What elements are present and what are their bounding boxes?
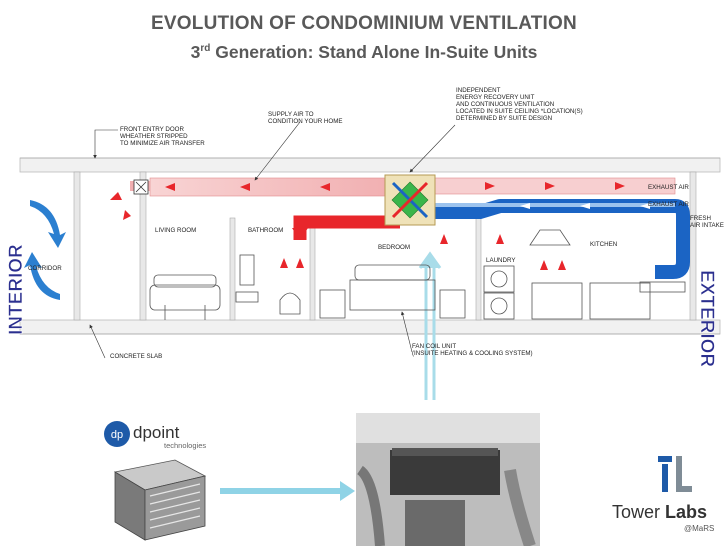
subtitle-ordinal: 3 xyxy=(190,42,201,62)
tower-labs-logo: Tower Labs @MaRS xyxy=(608,450,726,546)
room-laundry: LAUNDRY xyxy=(486,257,515,264)
corridor-arrows xyxy=(24,200,66,300)
building-section xyxy=(19,157,721,335)
dpoint-logo: dp dpoint technologies xyxy=(103,420,206,453)
installation-photo xyxy=(356,413,540,546)
tower-labs-name: Tower Labs xyxy=(612,502,708,522)
label-exhaust-air-2: EXHAUST AIR xyxy=(648,201,689,208)
room-corridor: CORRIDOR xyxy=(28,265,62,272)
dpoint-mark-icon: dp xyxy=(104,421,130,447)
dpoint-name: dpoint xyxy=(133,423,180,442)
svg-text:dp: dp xyxy=(111,429,123,441)
fan-coil-arrows xyxy=(418,251,442,400)
dpoint-sub: technologies xyxy=(164,441,207,450)
slide-subtitle: 3rd Generation: Stand Alone In-Suite Uni… xyxy=(0,42,728,63)
room-bathroom: BATHROOM xyxy=(248,227,283,234)
room-living: LIVING ROOM xyxy=(155,227,196,234)
callout-fancoil: FAN COIL UNIT(INSUITE HEATING & COOLING … xyxy=(412,343,533,357)
exterior-label: EXTERIOR xyxy=(696,270,717,367)
callout-lines xyxy=(89,121,456,359)
exhaust-duct xyxy=(425,199,690,279)
subtitle-ordinal-suffix: rd xyxy=(200,43,211,55)
room-kitchen: KITCHEN xyxy=(590,241,617,248)
erv-product-image xyxy=(113,459,207,541)
pointer-arrow xyxy=(220,481,355,501)
furniture xyxy=(149,229,686,320)
tower-labs-sub: @MaRS xyxy=(684,524,715,533)
exhaust-arrows xyxy=(520,203,650,209)
interior-label: INTERIOR xyxy=(6,244,27,335)
subtitle-text: Generation: Stand Alone In-Suite Units xyxy=(210,42,538,62)
callout-slab: CONCRETE SLAB xyxy=(110,353,162,360)
erv-unit xyxy=(384,174,436,226)
door-vent-x xyxy=(135,181,147,193)
tower-labs-mark-icon xyxy=(658,456,692,492)
slide-title: EVOLUTION OF CONDOMINIUM VENTILATION xyxy=(151,13,577,34)
supply-arrows xyxy=(110,182,625,270)
room-bedroom: BEDROOM xyxy=(378,244,410,251)
label-exhaust-air-1: EXHAUST AIR xyxy=(648,184,689,191)
